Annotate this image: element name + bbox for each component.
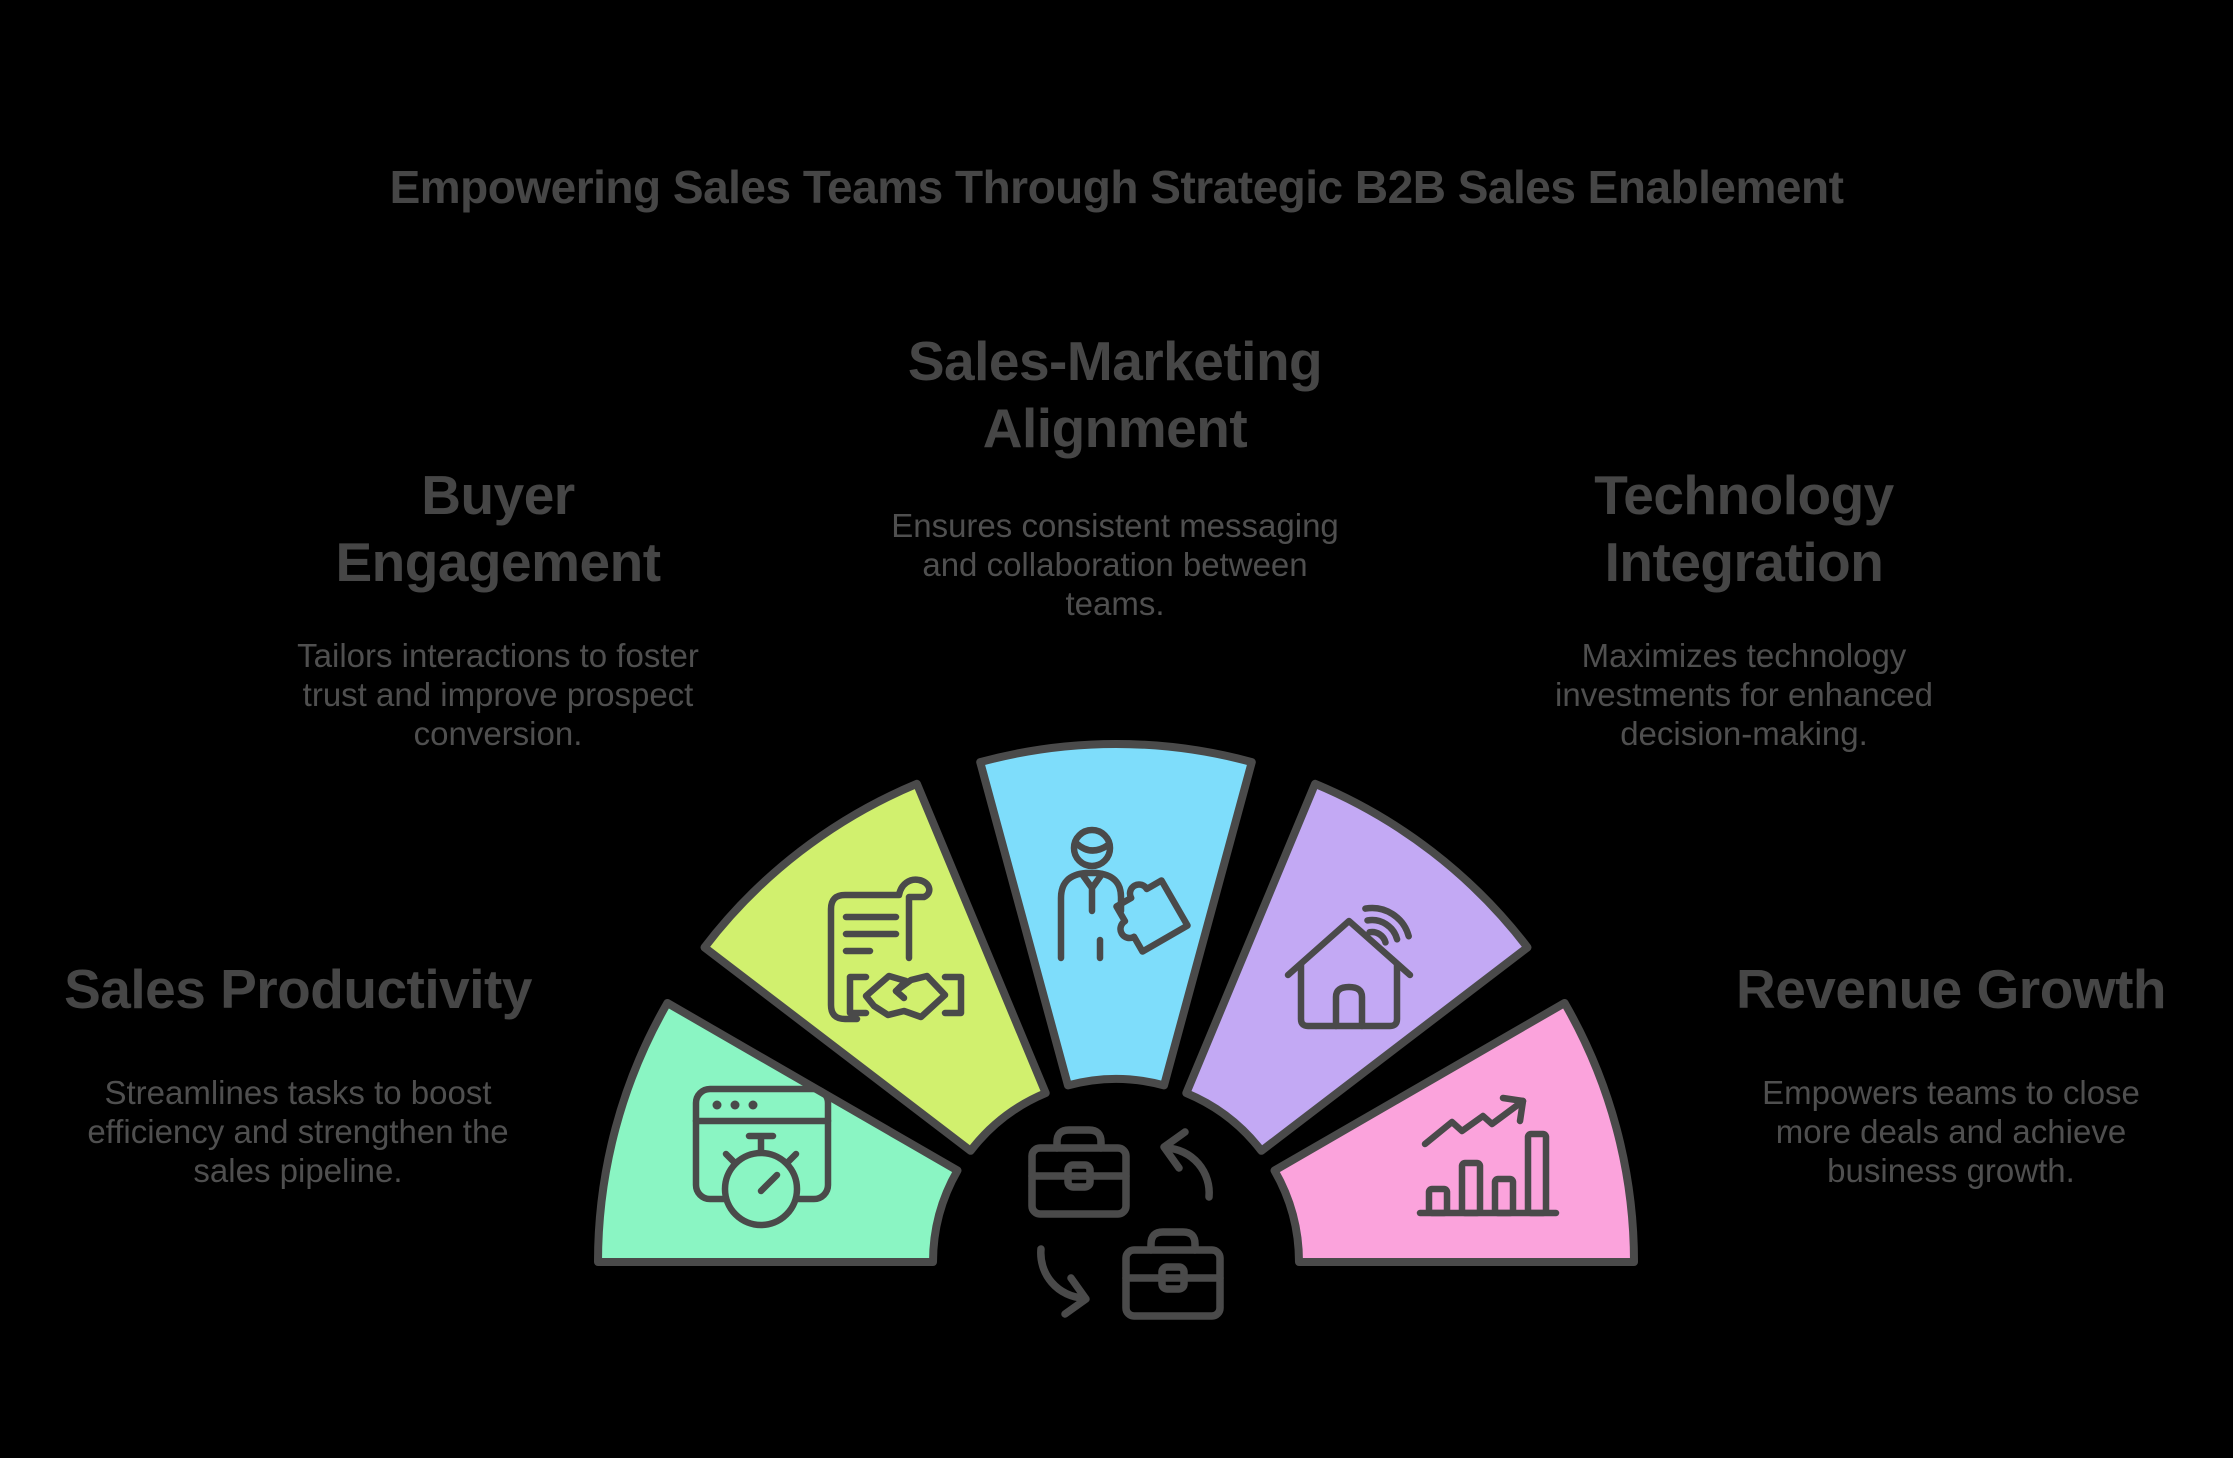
person-puzzle-icon (1057, 826, 1191, 962)
description-revenue-growth: Empowers teams to close more deals and a… (1762, 1074, 2140, 1189)
cycle-arrow-bottom (1037, 1245, 1087, 1302)
description-technology-integration: Maximizes technology investments for enh… (1555, 637, 1933, 752)
browser-stopwatch-icon (692, 1085, 832, 1229)
segment-sales-marketing-alignment (976, 740, 1256, 1090)
growth-chart-icon (1416, 1094, 1560, 1217)
heading-sales-productivity: Sales Productivity (64, 958, 532, 1020)
description-buyer-engagement: Tailors interactions to foster trust and… (297, 637, 699, 752)
segment-technology-integration (1182, 779, 1532, 1155)
cycle-arrow-top (1163, 1144, 1213, 1201)
segment-buyer-engagement (700, 779, 1050, 1155)
heading-sales-marketing-alignment: Sales-Marketing Alignment (907, 330, 1323, 459)
heading-buyer-engagement: Buyer Engagement (335, 464, 661, 593)
smart-home-icon (1284, 904, 1414, 1030)
heading-technology-integration: Technology Integration (1594, 464, 1894, 593)
briefcase-exchange-icon (1028, 1126, 1224, 1320)
segment-sales-productivity (594, 999, 962, 1266)
heading-revenue-growth: Revenue Growth (1735, 958, 2167, 1020)
description-sales-marketing-alignment: Ensures consistent messaging and collabo… (891, 507, 1339, 622)
description-sales-productivity: Streamlines tasks to boost efficiency an… (87, 1074, 509, 1189)
page-title: Empowering Sales Teams Through Strategic… (389, 161, 1844, 213)
contract-handshake-icon (827, 876, 965, 1023)
